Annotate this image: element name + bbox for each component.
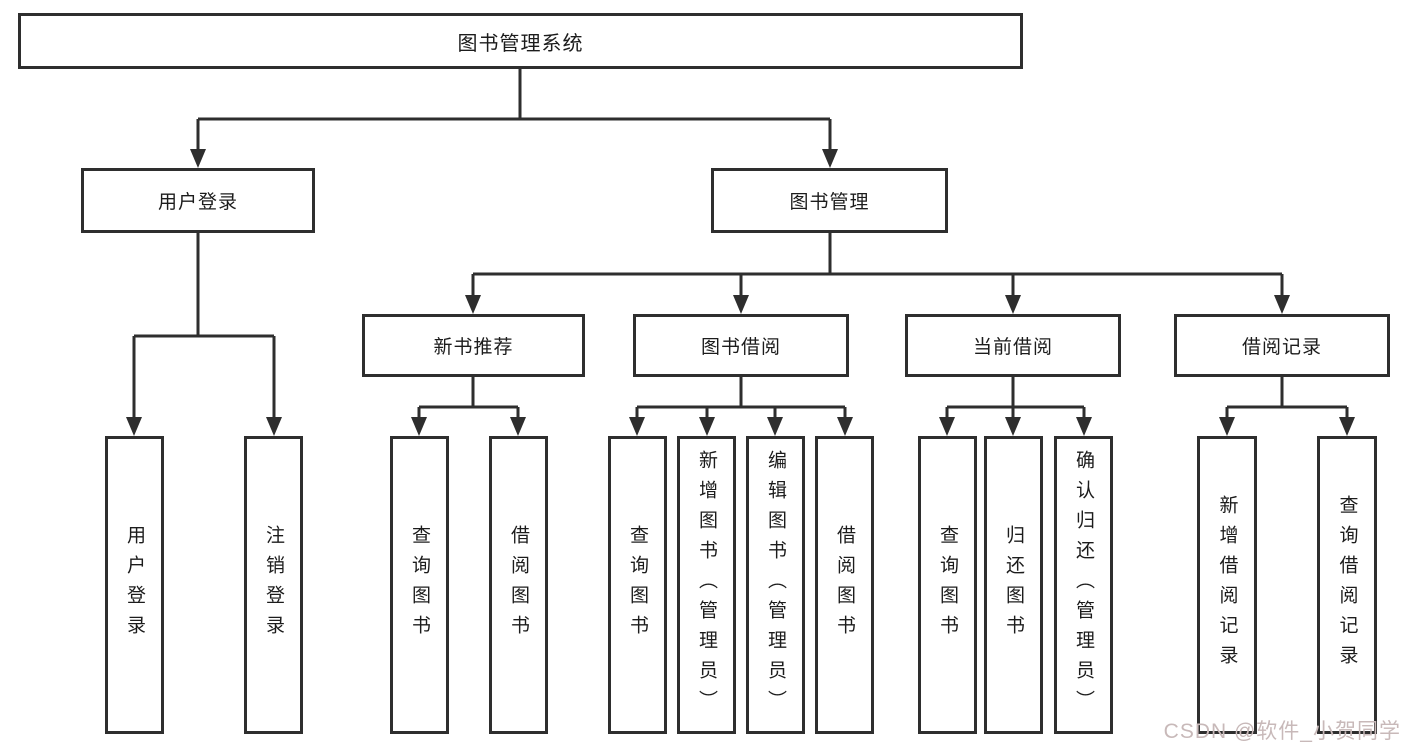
arrowhead-icon [465,295,481,314]
watermark-text: CSDN @软件_小贺同学 [1163,720,1401,743]
leaf-records-query-record: 查询借阅记录 [1317,436,1377,734]
leaf-borrow-borrow-books: 借阅图书 [815,436,874,734]
leaf-records-add-record: 新增借阅记录 [1197,436,1257,734]
node-current-borrow: 当前借阅 [905,314,1121,377]
leaf-current-confirm-return-admin: 确认归还（管理员） [1054,436,1113,734]
connector-line [132,69,1349,420]
arrowhead-icon [822,149,838,168]
arrowhead-icon [629,417,645,436]
leaf-user-login: 用户登录 [105,436,164,734]
arrowhead-icon [837,417,853,436]
arrowhead-icon [126,417,142,436]
arrowhead-icon [939,417,955,436]
leaf-current-query-books: 查询图书 [918,436,977,734]
leaf-recommend-query-books: 查询图书 [390,436,449,734]
node-borrow-records: 借阅记录 [1174,314,1390,377]
node-new-book-recommend: 新书推荐 [362,314,585,377]
arrowhead-icon [1219,417,1235,436]
leaf-borrow-query-books: 查询图书 [608,436,667,734]
arrowhead-icon [1005,295,1021,314]
arrowhead-icon [1339,417,1355,436]
arrowhead-icon [733,295,749,314]
arrowhead-icon [1274,295,1290,314]
arrowhead-icon [510,417,526,436]
arrowhead-icon [1076,417,1092,436]
arrowhead-icon [767,417,783,436]
arrowhead-icon [1005,417,1021,436]
leaf-logout: 注销登录 [244,436,303,734]
arrowhead-icon [699,417,715,436]
leaf-borrow-add-books-admin: 新增图书（管理员） [677,436,736,734]
node-user-login: 用户登录 [81,168,315,233]
node-root: 图书管理系统 [18,13,1023,69]
arrowhead-icon [411,417,427,436]
arrowhead-icon [266,417,282,436]
node-book-management: 图书管理 [711,168,948,233]
node-book-borrow: 图书借阅 [633,314,849,377]
leaf-borrow-edit-books-admin: 编辑图书（管理员） [746,436,805,734]
leaf-recommend-borrow-books: 借阅图书 [489,436,548,734]
arrowhead-icon [190,149,206,168]
leaf-current-return-books: 归还图书 [984,436,1043,734]
